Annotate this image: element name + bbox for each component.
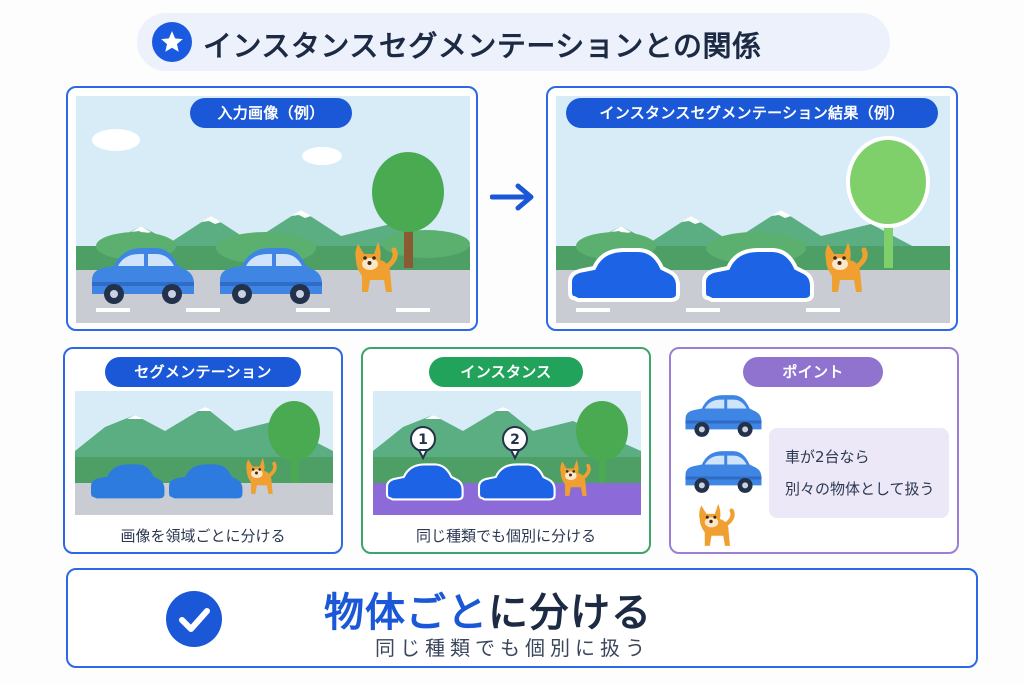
point-speech-bubble: 車が2台なら 別々の物体として扱う [769, 428, 949, 518]
instance-marker-2: 2 [510, 432, 520, 448]
page-title: インスタンスセグメンテーションとの関係 [203, 29, 762, 63]
segmentation-badge: セグメンテーション [105, 357, 301, 387]
result-badge: インスタンスセグメンテーション結果（例） [566, 98, 938, 128]
arrow-right-icon [490, 183, 534, 211]
point-car-2 [685, 451, 762, 493]
instance-panel: 1 2 インスタンス 同じ種類でも個別に分ける [361, 347, 651, 554]
summary-highlight: 物体ごと [324, 590, 488, 636]
summary-subtitle: 同じ種類でも個別に扱う [375, 636, 650, 660]
segmentation-caption: 画像を領域ごとに分ける [120, 527, 286, 545]
point-car-1 [685, 395, 762, 437]
input-scene [76, 96, 470, 323]
point-dog [693, 499, 735, 549]
instance-badge: インスタンス [429, 357, 583, 387]
point-line-2: 別々の物体として扱う [785, 480, 935, 498]
instance-scene: 1 2 [373, 391, 641, 515]
input-image-panel: 入力画像（例） [66, 86, 478, 331]
input-image-badge: 入力画像（例） [190, 98, 352, 128]
result-panel: インスタンスセグメンテーション結果（例） [546, 86, 958, 331]
summary-rest: に分ける [488, 590, 652, 636]
summary-box: 物体ごとに分ける 同じ種類でも個別に扱う [66, 568, 978, 668]
segmentation-scene [75, 391, 333, 515]
instance-marker-1: 1 [418, 432, 428, 448]
check-icon [166, 591, 222, 647]
summary-headline: 物体ごとに分ける [324, 580, 652, 638]
point-badge: ポイント [743, 357, 883, 387]
title-banner: インスタンスセグメンテーションとの関係 [137, 13, 890, 71]
segmentation-panel: セグメンテーション 画像を領域ごとに分ける [63, 347, 343, 554]
star-icon [152, 22, 192, 62]
instance-caption: 同じ種類でも個別に分ける [415, 527, 596, 545]
result-scene [556, 96, 950, 323]
point-line-1: 車が2台なら [785, 448, 870, 466]
